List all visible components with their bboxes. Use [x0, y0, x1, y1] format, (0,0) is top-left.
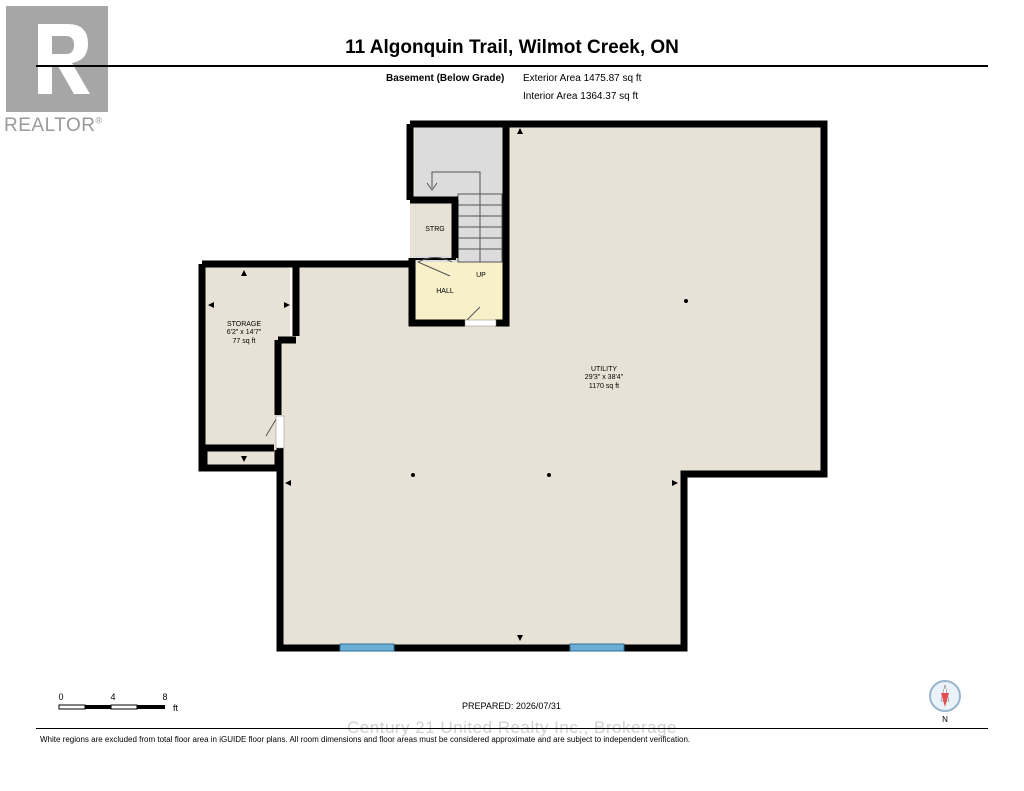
ceiling-fixtures [411, 299, 688, 477]
realtor-wordmark: REALTOR® [4, 115, 103, 136]
hall-floor [416, 262, 504, 320]
stairs [426, 171, 503, 263]
window-right [569, 643, 625, 652]
utility-dims: 29'3" x 38'4" [585, 374, 624, 381]
scale-tick-8: 8 [162, 692, 167, 702]
window-left [339, 643, 395, 652]
utility-label: UTILITY [591, 366, 617, 373]
scale-tick-4: 4 [110, 692, 115, 702]
brokerage-watermark: Century 21 United Realty Inc., Brokerage [347, 718, 677, 737]
storage-door-opening [275, 415, 285, 449]
compass-icon: N [929, 680, 961, 724]
interior-area: Interior Area 1364.37 sq ft [523, 91, 639, 102]
storage-dims: 6'2" x 14'7" [227, 329, 262, 336]
prepared-date: PREPARED: 2026/07/31 [462, 701, 561, 711]
hall-label: HALL [436, 288, 454, 295]
exterior-area: Exterior Area 1475.87 sq ft [523, 73, 642, 84]
compass-north-label: N [942, 715, 948, 724]
disclaimer-text: White regions are excluded from total fl… [40, 735, 691, 744]
strg-label: STRG [425, 226, 444, 233]
level-label: Basement (Below Grade) [386, 73, 505, 84]
utility-area: 1170 sq ft [589, 383, 619, 390]
scale-bar: 0 4 8 ft [58, 692, 179, 713]
header-divider [36, 65, 988, 67]
storage-label: STORAGE [227, 321, 261, 328]
realtor-logo-icon [6, 6, 108, 112]
scale-tick-0: 0 [58, 692, 63, 702]
storage-area: 77 sq ft [233, 338, 256, 345]
hall-door-opening [464, 319, 497, 327]
page-title: 11 Algonquin Trail, Wilmot Creek, ON [345, 37, 679, 58]
scale-unit: ft [173, 703, 179, 713]
strg-floor [416, 203, 455, 256]
dimension-arrows [208, 128, 678, 641]
utility-floor [274, 124, 824, 648]
walls [198, 120, 828, 652]
stairs-up-label: UP [476, 272, 486, 279]
footer-divider [36, 728, 988, 729]
